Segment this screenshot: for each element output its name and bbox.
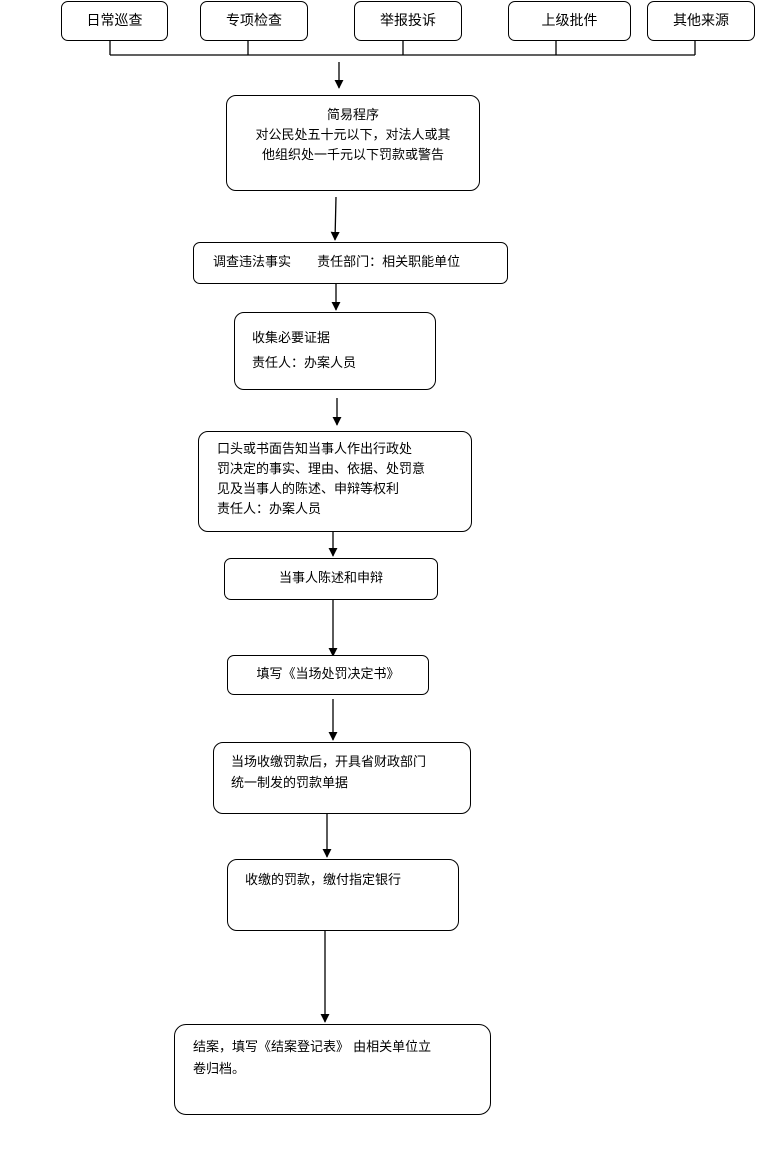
collect-fine-line: 当场收缴罚款后，开具省财政部门 bbox=[231, 755, 427, 770]
source-other: 其他来源 bbox=[647, 1, 755, 41]
arrow-to-investigate bbox=[330, 196, 340, 241]
notify-responsible: 责任人：办案人员 bbox=[217, 502, 322, 517]
source-label: 其他来源 bbox=[673, 13, 729, 29]
simple-procedure-line: 对公民处五十元以下，对法人或其 bbox=[255, 128, 451, 143]
statement-text: 当事人陈述和申辩 bbox=[278, 571, 383, 586]
notify-line: 口头或书面告知当事人作出行政处 bbox=[217, 442, 413, 457]
notify-rights-box: 口头或书面告知当事人作出行政处 罚决定的事实、理由、依据、处罚意 见及当事人的陈… bbox=[198, 431, 472, 532]
close-case-line: 结案，填写《结案登记表》 由相关单位立 bbox=[193, 1040, 432, 1055]
investigate-text: 调查违法事实 bbox=[213, 255, 292, 270]
simple-procedure-title: 简易程序 bbox=[326, 108, 379, 123]
notify-line: 见及当事人的陈述、申辩等权利 bbox=[217, 482, 400, 497]
source-label: 举报投诉 bbox=[380, 13, 436, 29]
simple-procedure-box: 简易程序 对公民处五十元以下，对法人或其 他组织处一千元以下罚款或警告 bbox=[226, 95, 480, 191]
source-label: 专项检查 bbox=[226, 13, 282, 29]
close-case-box: 结案，填写《结案登记表》 由相关单位立 卷归档。 bbox=[174, 1024, 491, 1115]
simple-procedure-line: 他组织处一千元以下罚款或警告 bbox=[261, 148, 444, 163]
deposit-fine-box: 收缴的罚款，缴付指定银行 bbox=[227, 859, 459, 931]
deposit-text: 收缴的罚款，缴付指定银行 bbox=[245, 873, 402, 888]
source-complaint-report: 举报投诉 bbox=[354, 1, 462, 41]
investigate-box: 调查违法事实 责任部门：相关职能单位 bbox=[193, 242, 508, 284]
source-superior-approval: 上级批件 bbox=[508, 1, 631, 41]
collect-evidence-line: 责任人：办案人员 bbox=[252, 356, 357, 371]
notify-line: 罚决定的事实、理由、依据、处罚意 bbox=[217, 462, 426, 477]
fill-decision-box: 填写《当场处罚决定书》 bbox=[227, 655, 429, 695]
collect-evidence-line: 收集必要证据 bbox=[252, 331, 331, 346]
collect-evidence-box: 收集必要证据 责任人：办案人员 bbox=[234, 312, 436, 390]
fill-decision-text: 填写《当场处罚决定书》 bbox=[256, 667, 400, 682]
investigate-responsible: 责任部门：相关职能单位 bbox=[317, 255, 461, 270]
source-daily-patrol: 日常巡查 bbox=[61, 1, 168, 41]
collect-fine-box: 当场收缴罚款后，开具省财政部门 统一制发的罚款单据 bbox=[213, 742, 471, 814]
source-label: 上级批件 bbox=[541, 13, 598, 29]
statement-box: 当事人陈述和申辩 bbox=[224, 558, 438, 600]
collect-fine-line: 统一制发的罚款单据 bbox=[231, 776, 349, 791]
source-special-inspection: 专项检查 bbox=[200, 1, 308, 41]
close-case-line: 卷归档。 bbox=[193, 1062, 246, 1077]
source-label: 日常巡查 bbox=[86, 13, 143, 29]
